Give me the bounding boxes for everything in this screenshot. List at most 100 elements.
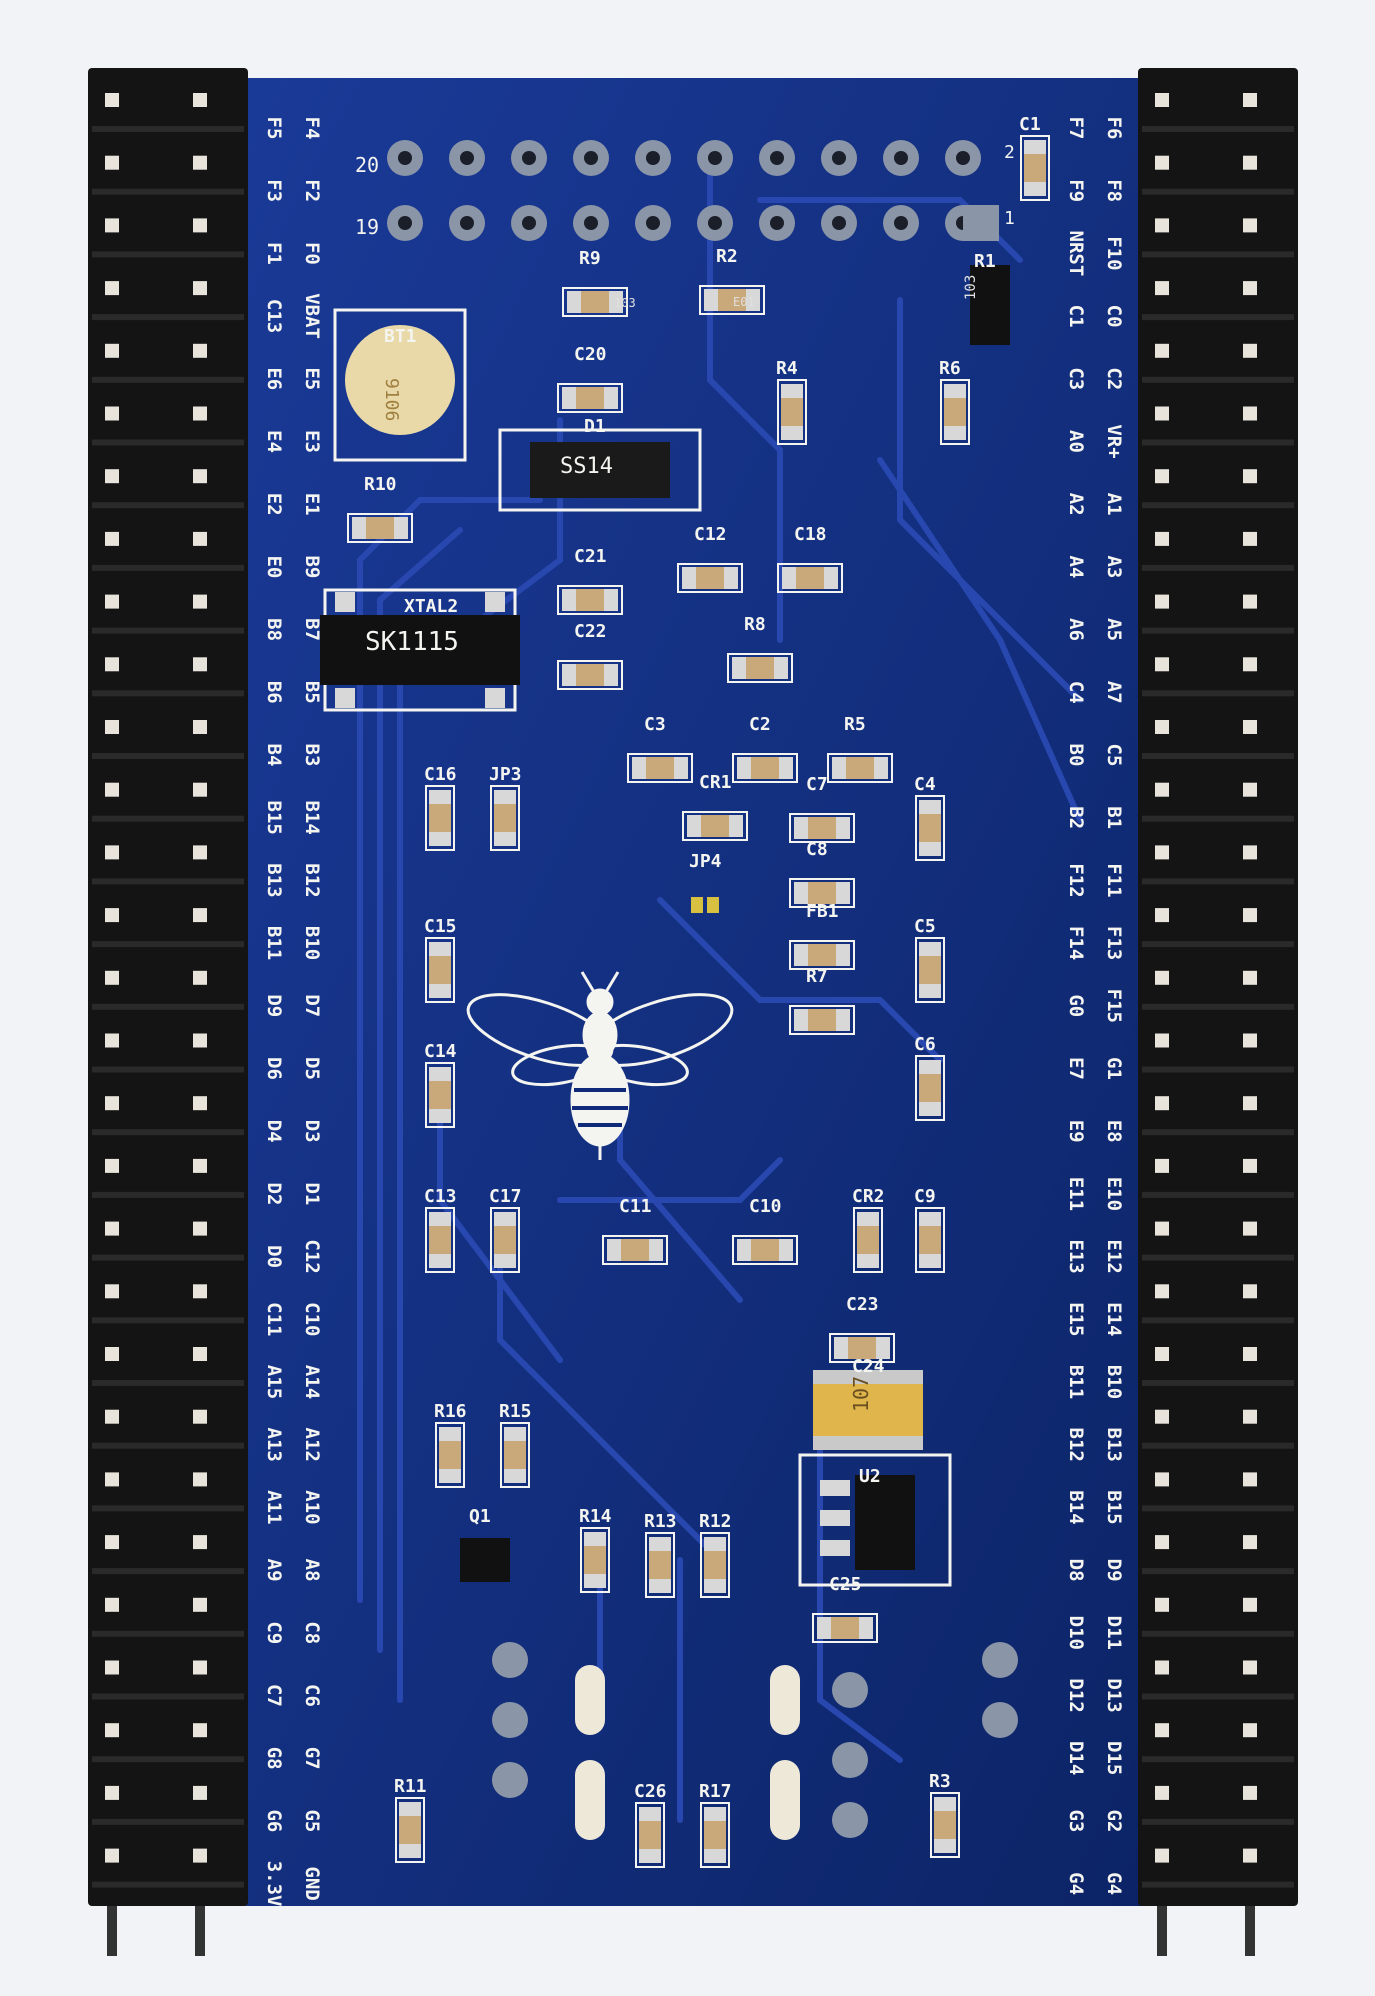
ref-label-d1: D1 (584, 416, 606, 437)
pin-header-right (1138, 68, 1298, 1906)
header-divider (92, 1380, 244, 1386)
header-pin (105, 93, 119, 107)
ref-label-c6: C6 (914, 1034, 936, 1055)
pin-label: A11 (263, 1490, 285, 1524)
pin-label: A3 (1103, 555, 1125, 578)
pin-label: A12 (301, 1428, 323, 1462)
slot-pad (575, 1760, 605, 1840)
header-pad-hole (708, 216, 722, 230)
ref-label-r11: R11 (394, 1776, 427, 1797)
pin-label: C13 (263, 299, 285, 333)
header-pin (1243, 406, 1257, 421)
component-c25 (812, 1613, 878, 1643)
pin-label: B5 (301, 681, 323, 704)
pin-label: B11 (263, 926, 285, 960)
component-cr2 (853, 1207, 883, 1273)
component-c15 (425, 937, 455, 1003)
pin-label: E1 (301, 493, 323, 516)
component-fb1 (789, 940, 855, 970)
header-divider (92, 188, 244, 195)
header-pin (105, 406, 119, 421)
header-pin (105, 1472, 119, 1487)
component-c6 (915, 1055, 945, 1121)
ref-label-c8: C8 (806, 839, 828, 860)
header-divider (92, 1693, 244, 1700)
ref-label-r14: R14 (579, 1506, 612, 1527)
header-divider (92, 564, 244, 571)
via-pad (982, 1642, 1018, 1678)
component-c12 (677, 563, 743, 593)
pin-label: E4 (263, 430, 285, 453)
header-pin (105, 1284, 119, 1299)
component-q1 (460, 1538, 510, 1582)
header-pin (1243, 469, 1257, 484)
header-pin (105, 1409, 119, 1424)
pin-label: D11 (1103, 1616, 1125, 1650)
header-pin (1243, 218, 1257, 233)
ref-label-r8: R8 (744, 614, 766, 635)
pin-label: F1 (263, 242, 285, 265)
ref-label-c5: C5 (914, 916, 936, 937)
header-pin (193, 845, 207, 860)
pin-label: A1 (1103, 493, 1125, 516)
ref-label-fb1: FB1 (806, 901, 839, 922)
header-pin (193, 908, 207, 923)
header-pin (1155, 594, 1169, 609)
header-pin (1243, 1472, 1257, 1487)
ref-label-r1: R1 (974, 251, 996, 272)
pin-label: B10 (1103, 1365, 1125, 1399)
ref-label-c10: C10 (749, 1196, 782, 1217)
header-pin (105, 1033, 119, 1048)
header-pin (1243, 1597, 1257, 1612)
component-c13 (425, 1207, 455, 1273)
ref-label-r16: R16 (434, 1401, 467, 1422)
header-divider (1142, 564, 1294, 571)
component-c20 (557, 383, 623, 413)
pin-label: B13 (1103, 1428, 1125, 1462)
component-c4 (915, 795, 945, 861)
header-divider (92, 314, 244, 321)
ref-label-jp4: JP4 (689, 851, 722, 872)
header-pin (105, 657, 119, 672)
component-r8 (727, 653, 793, 683)
header-pin (1155, 281, 1169, 296)
ref-label-c14: C14 (424, 1041, 457, 1062)
via-pad (832, 1672, 868, 1708)
pin-label: E2 (263, 493, 285, 516)
header-divider (92, 815, 244, 822)
ref-label-c17: C17 (489, 1186, 522, 1207)
header-pin-1-label: 1 (1004, 208, 1015, 229)
header-pin (193, 1158, 207, 1173)
pin-label: C7 (263, 1684, 285, 1707)
pin-label: A10 (301, 1490, 323, 1524)
header-divider (1142, 376, 1294, 383)
pin-label: B13 (263, 863, 285, 897)
header-pin (1155, 1033, 1169, 1048)
header-pin (193, 657, 207, 672)
header-divider (1142, 627, 1294, 634)
header-divider (92, 878, 244, 885)
header-pin (193, 1284, 207, 1299)
header-pin (193, 1848, 207, 1863)
header-pin (1243, 594, 1257, 609)
component-c8 (789, 878, 855, 908)
pin-label: F11 (1103, 863, 1125, 897)
pin-label: A6 (1065, 618, 1087, 641)
pin-label: E13 (1065, 1239, 1087, 1273)
header-divider (92, 941, 244, 948)
header-divider (1142, 1380, 1294, 1386)
pin-label: C10 (301, 1302, 323, 1336)
pin-label: D4 (263, 1120, 285, 1143)
component-c22 (557, 660, 623, 690)
pin-label: B3 (301, 744, 323, 767)
pin-label: G3 (1065, 1809, 1087, 1832)
header-pin (193, 218, 207, 233)
component-c14 (425, 1062, 455, 1128)
ref-label-c20: C20 (574, 344, 607, 365)
header-pin (1155, 1284, 1169, 1299)
ref-label-r7: R7 (806, 966, 828, 987)
pin-label: B12 (1065, 1428, 1087, 1462)
pin-label: C5 (1103, 744, 1125, 767)
header-pad-hole (708, 151, 722, 165)
component-c23 (829, 1333, 895, 1363)
